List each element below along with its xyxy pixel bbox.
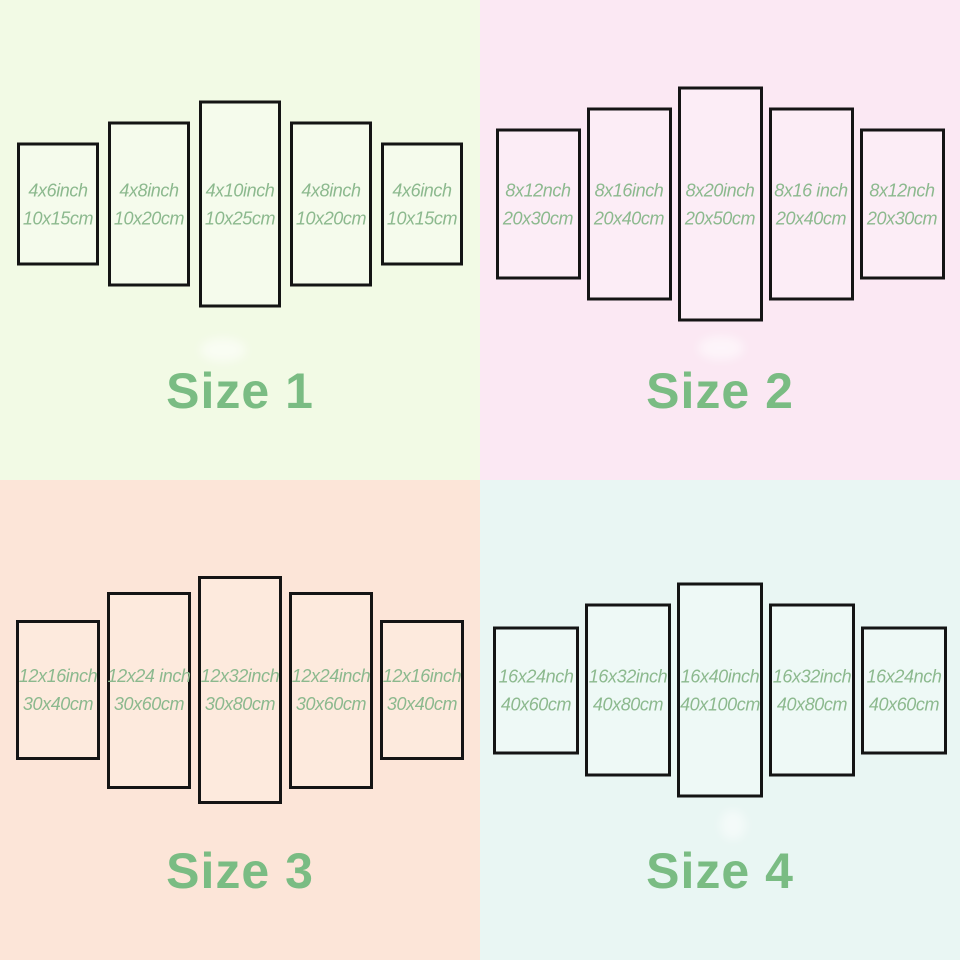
canvas-panel: 8x20inch 20x50cm (677, 86, 763, 322)
canvas-panel: 16x40inch 40x100cm (677, 582, 763, 798)
panel-inch-line: 12x16inch (382, 666, 462, 686)
canvas-panel: 4x10inch 10x25cm (199, 100, 281, 308)
watermark-smudge (200, 338, 246, 362)
watermark-smudge (698, 336, 744, 360)
panel-cm-line: 30x40cm (22, 694, 94, 714)
panel-size-text: 4x6inch 10x15cm (386, 176, 458, 232)
panel-inch-line: 16x24nch (866, 666, 942, 686)
panel-cm-line: 10x15cm (386, 208, 458, 228)
size-1-section: 4x6inch 10x15cm 4x8inch 10x20cm 4x10inch… (0, 0, 480, 480)
panel-cm-line: 20x50cm (684, 208, 756, 228)
panel-row: 8x12nch 20x30cm 8x16inch 20x40cm 8x20inc… (480, 86, 960, 322)
panel-size-text: 12x32inch 30x80cm (200, 662, 280, 718)
panel-size-text: 4x8inch 10x20cm (295, 176, 367, 232)
panel-inch-line: 8x16 inch (774, 180, 848, 200)
panel-inch-line: 12x16inch (18, 666, 98, 686)
canvas-panel: 4x6inch 10x15cm (381, 142, 463, 266)
panel-cm-line: 40x80cm (776, 694, 848, 714)
canvas-panel: 16x24nch 40x60cm (861, 626, 947, 754)
panel-cm-line: 20x40cm (775, 208, 847, 228)
panel-cm-line: 20x40cm (593, 208, 665, 228)
panel-size-text: 12x16inch 30x40cm (382, 662, 462, 718)
panel-size-text: 16x32inch 40x80cm (772, 662, 852, 718)
panel-inch-line: 4x8inch (119, 180, 179, 200)
panel-size-text: 16x24nch 40x60cm (499, 662, 574, 718)
canvas-panel: 12x16inch 30x40cm (16, 620, 100, 760)
size-label: Size 4 (646, 843, 794, 899)
size-4-section: 16x24nch 40x60cm 16x32inch 40x80cm 16x40… (480, 480, 960, 960)
canvas-panel: 8x16inch 20x40cm (586, 107, 672, 301)
panel-cm-line: 40x60cm (500, 694, 572, 714)
panel-cm-line: 40x60cm (868, 694, 940, 714)
panel-inch-line: 12x24 inch (107, 666, 191, 686)
panel-inch-line: 8x12nch (869, 180, 935, 200)
panel-cm-line: 30x40cm (386, 694, 458, 714)
panel-cm-line: 10x20cm (113, 208, 185, 228)
canvas-panel: 16x24nch 40x60cm (493, 626, 579, 754)
panel-inch-line: 4x10inch (205, 180, 275, 200)
canvas-panel: 16x32inch 40x80cm (585, 603, 671, 777)
panel-cm-line: 20x30cm (866, 208, 938, 228)
canvas-panel: 16x32inch 40x80cm (769, 603, 855, 777)
panel-size-text: 16x24nch 40x60cm (867, 662, 942, 718)
panel-size-text: 8x16 inch 20x40cm (774, 176, 848, 232)
canvas-panel: 8x12nch 20x30cm (859, 128, 945, 280)
panel-cm-line: 30x60cm (295, 694, 367, 714)
size-3-section: 12x16inch 30x40cm 12x24 inch 30x60cm 12x… (0, 480, 480, 960)
panel-inch-line: 8x20inch (685, 180, 755, 200)
panel-cm-line: 10x15cm (22, 208, 94, 228)
panel-row: 12x16inch 30x40cm 12x24 inch 30x60cm 12x… (0, 576, 480, 804)
panel-size-text: 16x40inch 40x100cm (680, 662, 760, 718)
panel-inch-line: 4x6inch (28, 180, 88, 200)
panel-size-text: 8x20inch 20x50cm (684, 176, 756, 232)
panel-cm-line: 10x20cm (295, 208, 367, 228)
panel-inch-line: 16x24nch (498, 666, 574, 686)
canvas-panel: 8x16 inch 20x40cm (768, 107, 854, 301)
panel-inch-line: 8x16inch (594, 180, 664, 200)
panel-inch-line: 8x12nch (505, 180, 571, 200)
panel-size-text: 4x10inch 10x25cm (204, 176, 276, 232)
panel-cm-line: 40x100cm (680, 694, 760, 714)
panel-size-text: 8x12nch 20x30cm (502, 176, 574, 232)
panel-inch-line: 4x8inch (301, 180, 361, 200)
panel-inch-line: 16x32inch (588, 666, 668, 686)
panel-inch-line: 4x6inch (392, 180, 452, 200)
panel-cm-line: 10x25cm (204, 208, 276, 228)
panel-row: 4x6inch 10x15cm 4x8inch 10x20cm 4x10inch… (0, 100, 480, 308)
canvas-panel: 4x6inch 10x15cm (17, 142, 99, 266)
panel-size-text: 8x12nch 20x30cm (866, 176, 938, 232)
panel-inch-line: 12x24inch (291, 666, 371, 686)
canvas-panel: 12x24 inch 30x60cm (107, 591, 191, 789)
canvas-panel: 4x8inch 10x20cm (290, 121, 372, 287)
panel-size-text: 4x6inch 10x15cm (22, 176, 94, 232)
panel-size-text: 16x32inch 40x80cm (588, 662, 668, 718)
panel-cm-line: 30x60cm (113, 694, 185, 714)
size-label: Size 3 (166, 843, 314, 899)
size-label: Size 2 (646, 363, 794, 419)
panel-size-text: 4x8inch 10x20cm (113, 176, 185, 232)
canvas-panel: 8x12nch 20x30cm (495, 128, 581, 280)
panel-cm-line: 20x30cm (502, 208, 574, 228)
panel-size-text: 12x16inch 30x40cm (18, 662, 98, 718)
panel-cm-line: 40x80cm (592, 694, 664, 714)
canvas-panel: 12x24inch 30x60cm (289, 591, 373, 789)
size-label: Size 1 (166, 363, 314, 419)
canvas-panel: 12x32inch 30x80cm (198, 576, 282, 804)
panel-inch-line: 16x32inch (772, 666, 852, 686)
panel-size-text: 12x24 inch 30x60cm (107, 662, 190, 718)
panel-size-text: 8x16inch 20x40cm (593, 176, 665, 232)
watermark-smudge (720, 810, 746, 840)
panel-row: 16x24nch 40x60cm 16x32inch 40x80cm 16x40… (480, 582, 960, 798)
panel-inch-line: 12x32inch (200, 666, 280, 686)
panel-size-text: 12x24inch 30x60cm (291, 662, 371, 718)
panel-inch-line: 16x40inch (680, 666, 760, 686)
size-2-section: 8x12nch 20x30cm 8x16inch 20x40cm 8x20inc… (480, 0, 960, 480)
canvas-panel: 4x8inch 10x20cm (108, 121, 190, 287)
canvas-panel: 12x16inch 30x40cm (380, 620, 464, 760)
panel-cm-line: 30x80cm (204, 694, 276, 714)
